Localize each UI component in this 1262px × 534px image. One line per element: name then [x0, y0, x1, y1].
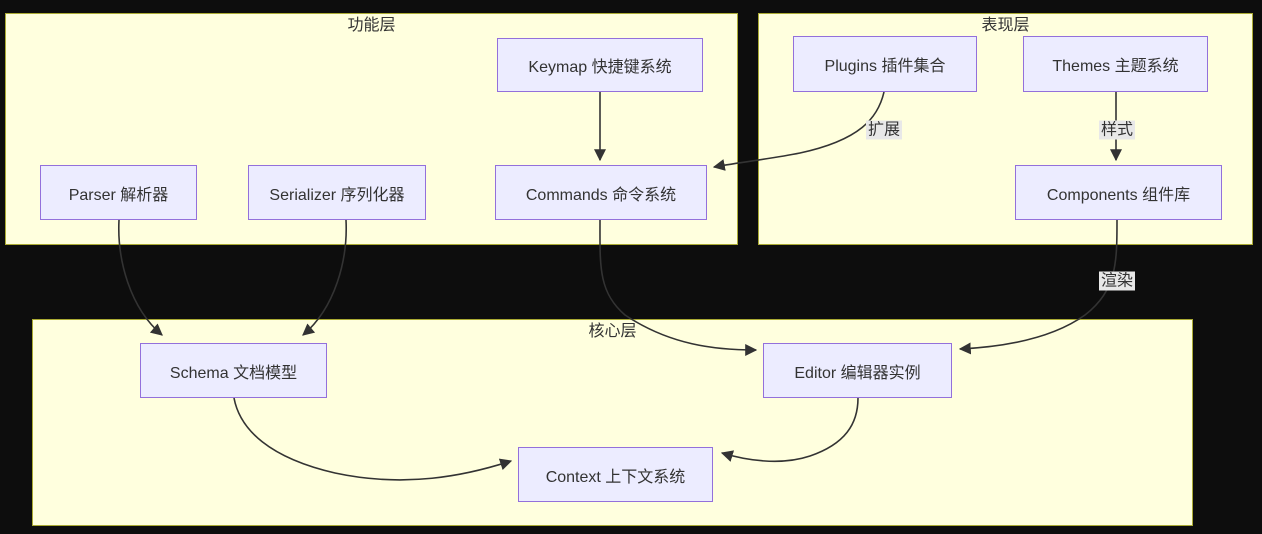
- node-serializer: Serializer 序列化器: [248, 165, 426, 220]
- cluster-functional-label: 功能层: [347, 17, 396, 34]
- edge-label-style: 样式: [1098, 120, 1136, 140]
- node-themes: Themes 主题系统: [1023, 36, 1208, 92]
- node-parser: Parser 解析器: [40, 165, 197, 220]
- node-commands: Commands 命令系统: [495, 165, 707, 220]
- cluster-presentation-label: 表现层: [981, 17, 1030, 34]
- edge-label-render: 渲染: [1098, 271, 1136, 291]
- cluster-core-label: 核心层: [588, 323, 637, 340]
- node-context: Context 上下文系统: [518, 447, 713, 502]
- node-components: Components 组件库: [1015, 165, 1222, 220]
- edge-label-extend: 扩展: [865, 120, 903, 140]
- node-schema: Schema 文档模型: [140, 343, 327, 398]
- node-plugins: Plugins 插件集合: [793, 36, 977, 92]
- node-keymap: Keymap 快捷键系统: [497, 38, 703, 92]
- node-editor: Editor 编辑器实例: [763, 343, 952, 398]
